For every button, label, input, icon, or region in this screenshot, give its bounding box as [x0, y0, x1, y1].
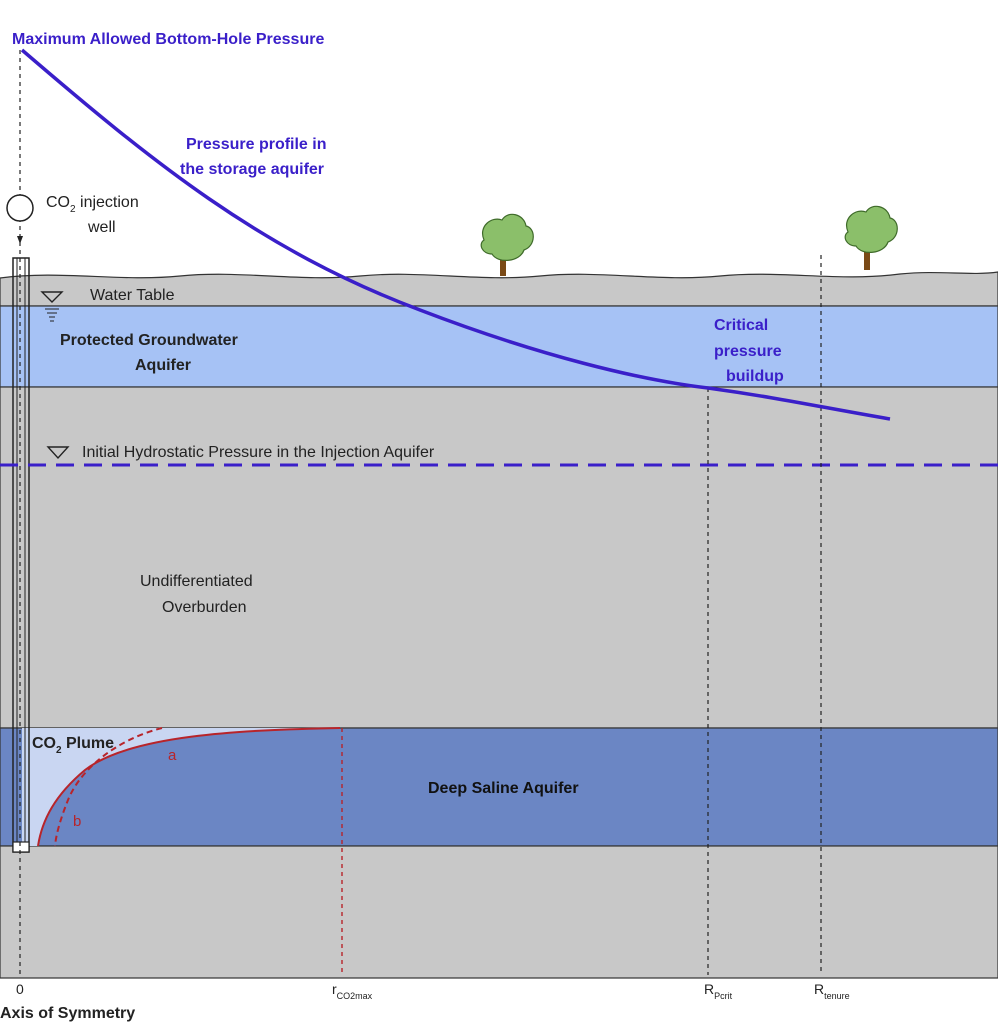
water-table-marker-icon: [40, 291, 64, 303]
critical-label-1: Critical: [714, 317, 768, 334]
water-table-label: Water Table: [90, 287, 175, 304]
pressure-profile-curve: [20, 48, 891, 421]
plume-curve-b: [54, 727, 163, 847]
co2-plume: [22, 728, 340, 846]
hydrostatic-marker-icon: [46, 446, 70, 460]
overburden-layer: [0, 386, 998, 729]
injection-well-label-1: CO2 injection: [46, 194, 139, 215]
tree-icon: [844, 205, 898, 270]
protected-groundwater-aquifer: [0, 305, 998, 388]
critical-label-2: pressure: [714, 343, 782, 360]
pressure-profile-label-2: the storage aquifer: [180, 161, 324, 178]
curve-b-label: b: [73, 813, 81, 830]
protected-aquifer-label-1: Protected Groundwater: [60, 332, 238, 349]
injection-well-bottom: [12, 841, 30, 853]
ground-surface-layer: [0, 271, 998, 307]
axis-zero-label: 0: [16, 981, 24, 997]
axis-of-symmetry-label: Axis of Symmetry: [0, 1005, 135, 1022]
overburden-label-2: Overburden: [162, 599, 247, 616]
deep-saline-label: Deep Saline Aquifer: [428, 780, 579, 797]
co2-plume-label: CO2 Plume: [32, 735, 114, 756]
r-tenure-label: Rtenure: [814, 981, 850, 1001]
overburden-label-1: Undifferentiated: [140, 573, 253, 590]
wellhead-icon: [6, 194, 34, 222]
water-seep-icon: [45, 308, 59, 322]
initial-hydrostatic-label: Initial Hydrostatic Pressure in the Inje…: [82, 444, 435, 461]
well-arrow-icon: [17, 236, 23, 244]
protected-aquifer-label-2: Aquifer: [135, 357, 191, 374]
critical-label-3: buildup: [726, 368, 784, 385]
pressure-profile-label-1: Pressure profile in: [186, 136, 327, 153]
r-pcrit-label: RPcrit: [704, 981, 733, 1001]
deep-saline-aquifer: [0, 727, 998, 847]
basement-layer: [0, 845, 998, 979]
tree-icon: [480, 213, 534, 276]
max-pressure-label: Maximum Allowed Bottom-Hole Pressure: [12, 31, 324, 48]
plume-curve-a: [37, 727, 341, 847]
r-co2max-label: rCO2max: [332, 981, 373, 1001]
curve-a-label: a: [168, 747, 177, 764]
injection-well-label-2: well: [87, 219, 116, 236]
